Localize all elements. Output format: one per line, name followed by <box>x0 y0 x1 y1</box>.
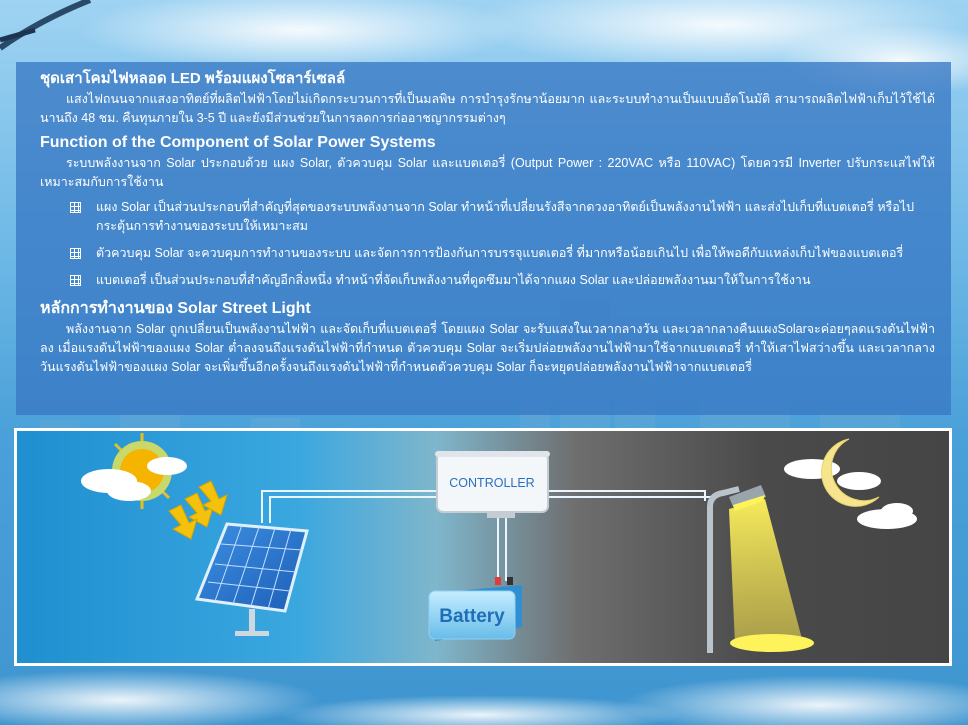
list-item: ตัวควบคุม Solar จะควบคุมการทำงานของระบบ … <box>70 244 935 263</box>
list-item: แบตเตอรี่ เป็นส่วนประกอบที่สำคัญอีกสิ่งห… <box>70 271 935 290</box>
principle-heading: หลักการทำงานของ Solar Street Light <box>40 300 311 317</box>
principle-paragraph: พลังงานจาก Solar ถูกเปลี่ยนเป็นพลังงานไฟ… <box>40 322 935 374</box>
list-item: แผง Solar เป็นส่วนประกอบที่สำคัญที่สุดขอ… <box>70 198 935 236</box>
cloud <box>0 670 320 725</box>
battery-icon <box>428 577 522 641</box>
street-lamp-silhouette <box>0 27 36 43</box>
grid-bullet-icon <box>70 248 81 259</box>
cloud <box>280 695 680 725</box>
cloud <box>80 0 520 70</box>
moon-icon <box>784 438 917 529</box>
sun-ray-arrows-icon <box>168 480 228 540</box>
controller-label: CONTROLLER <box>449 476 534 490</box>
cloud <box>620 675 968 725</box>
battery-label: Battery <box>439 606 505 627</box>
list-item-text: ตัวควบคุม Solar จะควบคุมการทำงานของระบบ … <box>96 246 904 260</box>
product-title: ชุดเสาโคมไฟหลอด LED พร้อมแผงโซลาร์เซลล์ <box>40 70 346 87</box>
list-item-text: แบตเตอรี่ เป็นส่วนประกอบที่สำคัญอีกสิ่งห… <box>96 273 811 287</box>
function-heading: Function of the Component of Solar Power… <box>40 134 436 151</box>
solar-panel-icon <box>194 522 309 636</box>
function-paragraph: ระบบพลังงานจาก Solar ประกอบด้วย แผง Sola… <box>40 156 935 189</box>
grid-bullet-icon <box>70 202 81 213</box>
cloud <box>470 0 968 70</box>
controller-box <box>435 451 550 518</box>
list-item-text: แผง Solar เป็นส่วนประกอบที่สำคัญที่สุดขอ… <box>96 200 914 233</box>
grid-bullet-icon <box>70 275 81 286</box>
diagram-illustration: CONTROLLER Battery <box>81 433 917 653</box>
info-panel: ชุดเสาโคมไฟหลอด LED พร้อมแผงโซลาร์เซลล์ … <box>16 62 951 415</box>
component-list: แผง Solar เป็นส่วนประกอบที่สำคัญที่สุดขอ… <box>40 198 935 290</box>
street-lamp-icon <box>707 485 814 653</box>
intro-paragraph: แสงไฟถนนจากแสงอาทิตย์ที่ผลิตไฟฟ้าโดยไม่เ… <box>40 92 935 125</box>
street-pole-silhouette <box>0 0 92 51</box>
sun-icon <box>81 433 187 509</box>
solar-system-diagram: CONTROLLER Battery <box>14 428 952 666</box>
